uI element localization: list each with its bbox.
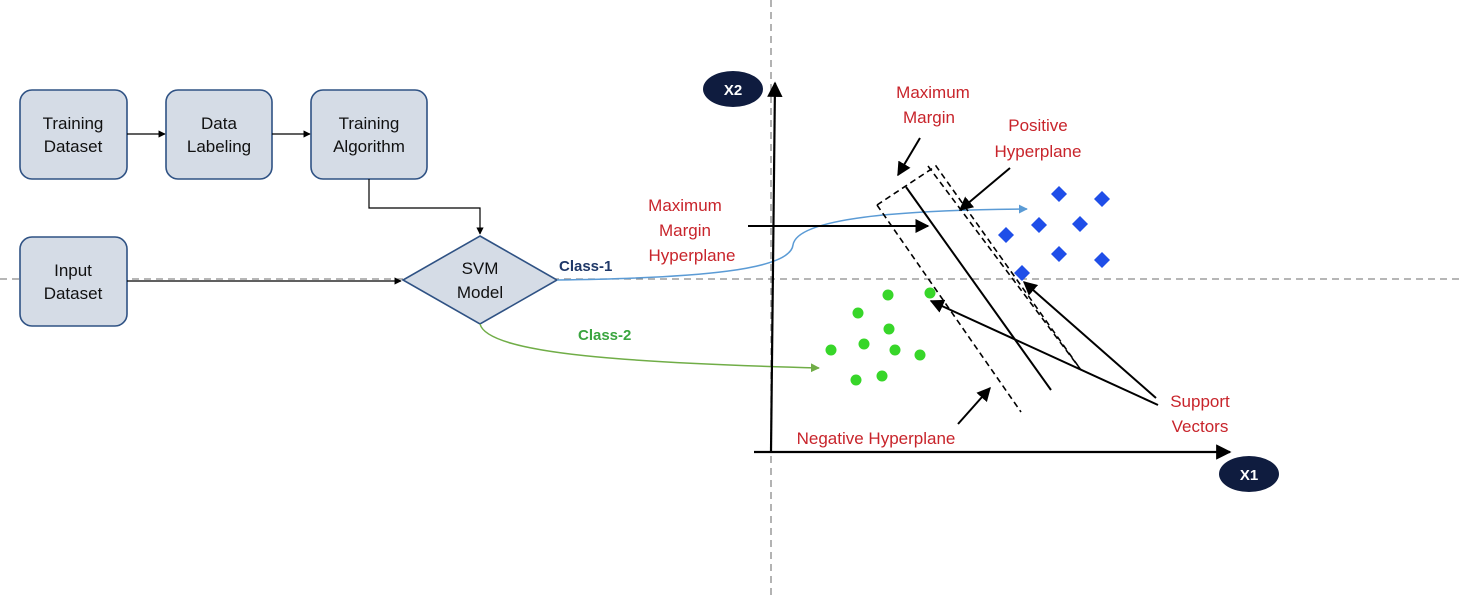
class2-point	[924, 287, 936, 299]
x-axis-label: X1	[1240, 467, 1258, 484]
class2-point	[882, 289, 894, 301]
support-vector-arrow-positive	[1022, 281, 1157, 399]
class1-point	[1014, 265, 1030, 281]
svm-model-line2: Model	[457, 283, 503, 302]
margin-band-outline	[876, 164, 1082, 371]
class1-point	[1051, 186, 1067, 202]
class2-point	[876, 370, 888, 382]
positive-hyperplane-line2: Hyperplane	[995, 142, 1082, 161]
training-algorithm-line1: Training	[339, 114, 400, 133]
svm-model-diamond: SVM Model	[401, 235, 559, 325]
class2-point	[858, 338, 870, 350]
input-dataset-box: Input Dataset	[19, 236, 128, 327]
training-dataset-line2: Dataset	[44, 137, 103, 156]
arrow-algorithm-to-svm	[368, 179, 484, 235]
training-dataset-box: Training Dataset	[19, 89, 128, 180]
negative-hyperplane-label: Negative Hyperplane	[797, 429, 956, 448]
positive-hyperplane-line	[927, 165, 1082, 371]
data-labeling-line2: Labeling	[187, 137, 251, 156]
training-algorithm-line2: Algorithm	[333, 137, 405, 156]
class1-points	[998, 186, 1110, 281]
support-vectors-label: Support Vectors	[1170, 392, 1230, 436]
max-margin-hyperplane-line1: Maximum	[648, 196, 722, 215]
training-dataset-line1: Training	[43, 114, 104, 133]
training-algorithm-box: Training Algorithm	[310, 89, 428, 180]
data-labeling-box: Data Labeling	[165, 89, 273, 180]
negative-hyperplane-line	[876, 204, 1022, 413]
y-axis-badge: X2	[703, 71, 763, 107]
y-axis-label: X2	[724, 82, 742, 99]
maximum-margin-hyperplane-line	[905, 186, 1052, 391]
class1-point	[1094, 252, 1110, 268]
class1-point	[1051, 246, 1067, 262]
input-dataset-line2: Dataset	[44, 284, 103, 303]
negative-hyperplane-arrow	[957, 386, 991, 425]
x-axis-badge: X1	[1219, 456, 1279, 492]
positive-hyperplane-arrow	[958, 167, 1011, 211]
max-margin-hyperplane-line3: Hyperplane	[649, 246, 736, 265]
maximum-margin-arrow	[897, 137, 921, 177]
class2-curve	[479, 323, 820, 373]
maximum-margin-line1: Maximum	[896, 83, 970, 102]
class1-point	[998, 227, 1014, 243]
class2-point	[914, 349, 926, 361]
class1-point	[1094, 191, 1110, 207]
maximum-margin-label: Maximum Margin	[896, 83, 970, 127]
input-dataset-line1: Input	[54, 261, 92, 280]
maximum-margin-hyperplane-label: Maximum Margin Hyperplane	[648, 196, 735, 265]
positive-hyperplane-label: Positive Hyperplane	[995, 116, 1082, 161]
class2-point	[825, 344, 837, 356]
class2-point	[852, 307, 864, 319]
support-vector-arrow-negative	[929, 299, 1159, 406]
positive-hyperplane-line1: Positive	[1008, 116, 1068, 135]
class2-points	[825, 287, 936, 386]
data-labeling-line1: Data	[201, 114, 237, 133]
class2-point	[889, 344, 901, 356]
support-vectors-line2: Vectors	[1172, 417, 1229, 436]
max-margin-hyperplane-line2: Margin	[659, 221, 711, 240]
class2-label: Class-2	[578, 327, 631, 344]
class2-point	[883, 323, 895, 335]
class1-curve	[556, 204, 1028, 281]
class1-point	[1031, 217, 1047, 233]
support-vectors-line1: Support	[1170, 392, 1230, 411]
y-axis	[767, 81, 783, 453]
class2-point	[850, 374, 862, 386]
svm-model-line1: SVM	[462, 259, 499, 278]
class1-label: Class-1	[559, 258, 612, 275]
maximum-margin-line2: Margin	[903, 108, 955, 127]
class1-point	[1072, 216, 1088, 232]
